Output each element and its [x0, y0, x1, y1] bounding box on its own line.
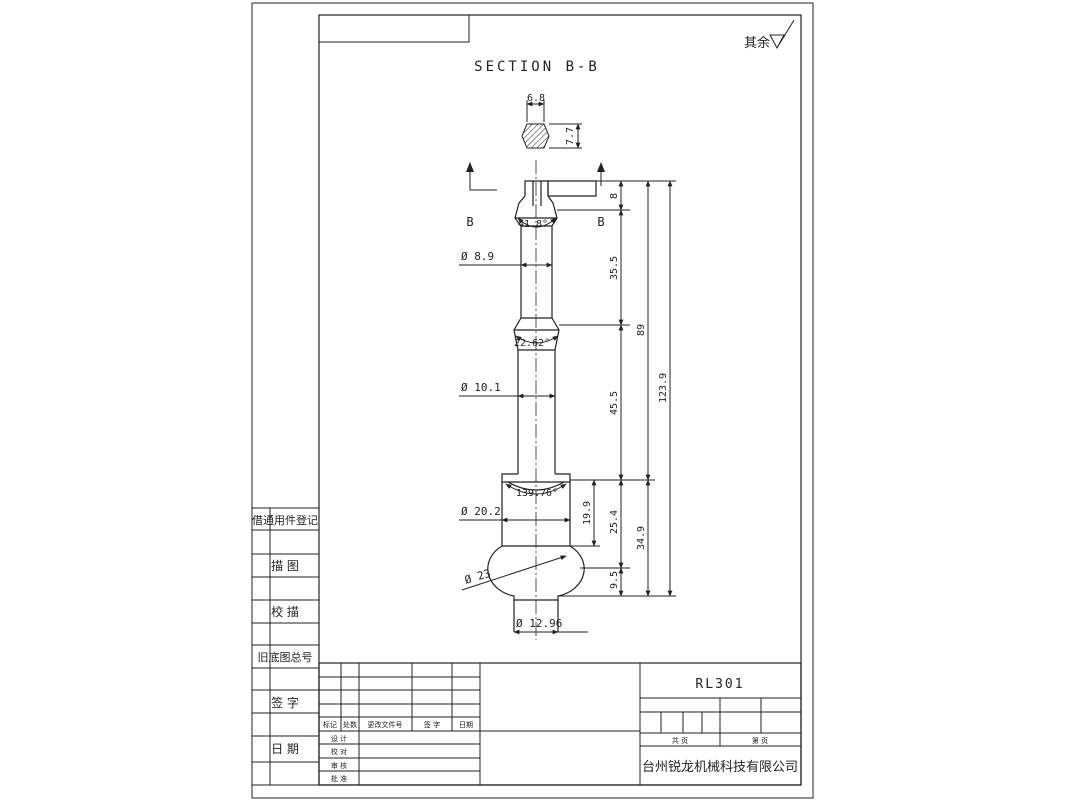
dia-middle-label: Ø 10.1	[461, 381, 501, 394]
side-register-label: 借通用件登记	[252, 513, 318, 527]
header-signature: 签 字	[424, 720, 440, 729]
len-45-5-label: 45.5	[609, 391, 620, 415]
header-mark: 标记	[323, 720, 337, 729]
total-pages-label: 共 页	[672, 736, 688, 745]
surface-finish-note: 其余	[744, 19, 795, 51]
section-height-dim: 7.7	[565, 127, 576, 145]
dia-upper-label: Ø 8.9	[461, 250, 494, 263]
surface-note-text: 其余	[744, 35, 770, 51]
side-old-number-label: 旧底图总号	[258, 650, 313, 664]
header-count: 处数	[343, 720, 357, 729]
section-mark-left: B	[466, 215, 473, 229]
len-19-9-label: 19.9	[582, 501, 593, 525]
header-date: 日期	[459, 721, 473, 729]
roughness-symbol-icon	[769, 19, 795, 50]
section-width-dim: 6.8	[527, 93, 545, 104]
length-dimensions: 8 35.5 45.5 89 123.9 19.9 25.4 34.9 9.5	[557, 180, 676, 597]
side-signature-label: 签 字	[271, 695, 299, 710]
dia-ball-label: Ø 23	[463, 567, 492, 587]
len-35-5-label: 35.5	[609, 256, 620, 280]
role-approve: 批 准	[331, 774, 347, 783]
section-bb-view: 6.8 7.7	[521, 93, 582, 149]
angle-bottom-label: 139.76°	[516, 488, 558, 499]
len-25-4-label: 25.4	[609, 510, 620, 534]
role-review: 审 核	[331, 761, 347, 770]
company-name: 台州锐龙机械科技有限公司	[642, 760, 798, 775]
part-number: RL301	[695, 677, 744, 692]
section-title: SECTION B-B	[474, 59, 600, 75]
angle-top-label: 41.8°	[518, 219, 548, 230]
side-trace-label: 描 图	[271, 559, 299, 573]
title-block: 标记 处数 更改文件号 签 字 日期 设 计 校 对 审 核 批 准 RL301…	[318, 662, 802, 786]
header-change-doc: 更改文件号	[368, 720, 403, 729]
angle-mid-label: 22.62°	[514, 338, 550, 349]
len-8-label: 8	[609, 193, 620, 199]
dia-collar-label: Ø 20.2	[461, 505, 501, 518]
len-89-label: 89	[636, 324, 647, 336]
side-panel: 借通用件登记 描 图 校 描 旧底图总号 签 字 日 期	[252, 507, 319, 786]
diameter-dimensions: Ø 8.9 Ø 10.1 Ø 20.2 Ø 23 Ø 12.96	[459, 250, 588, 635]
page-number-label: 第 页	[752, 736, 768, 745]
len-123-9-label: 123.9	[658, 373, 669, 403]
dia-base-label: Ø 12.96	[516, 617, 562, 630]
angle-dimensions: 41.8° 22.62° 139.76°	[505, 217, 567, 499]
section-mark-right: B	[597, 215, 604, 229]
side-check-trace-label: 校 描	[271, 604, 299, 619]
role-design: 设 计	[331, 734, 347, 743]
len-34-9-label: 34.9	[636, 526, 647, 550]
section-cut-markers: B B	[466, 162, 605, 229]
len-9-5-label: 9.5	[609, 571, 620, 589]
role-proofread: 校 对	[331, 747, 347, 756]
side-date-label: 日 期	[271, 742, 299, 756]
